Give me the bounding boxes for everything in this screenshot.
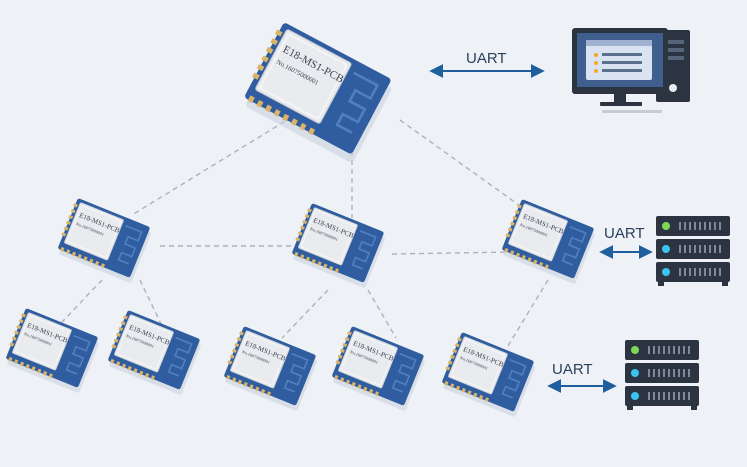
uart-link-computer: UART	[429, 50, 545, 78]
zigbee-module-icon	[1, 306, 103, 395]
router-module-center: E18-MS1-PCB No.16075000001	[287, 201, 389, 290]
uart-link-server-2: UART	[547, 361, 617, 393]
end-device-module-4: E18-MS1-PCB No.16075000001	[327, 324, 429, 413]
zigbee-module-icon	[437, 330, 539, 419]
server-rack-icon	[624, 339, 700, 411]
link-coordinator-router-left	[131, 111, 301, 216]
zigbee-module-icon	[219, 324, 321, 413]
mesh-links	[61, 111, 549, 347]
zigbee-module-icon	[287, 201, 389, 290]
coordinator-module: E18-MS1-PCB No.16075000001	[236, 19, 398, 165]
zigbee-module-icon	[327, 324, 429, 413]
uart-link-server-1: UART	[599, 225, 653, 259]
router-module-right: E18-MS1-PCB No.16075000001	[497, 197, 599, 286]
zigbee-module-icon	[236, 19, 398, 165]
uart-label-server-2: UART	[552, 361, 593, 378]
link-router-center-end4	[367, 289, 397, 339]
server-rack-icon	[655, 215, 731, 287]
end-device-module-2: E18-MS1-PCB No.16075000001	[103, 308, 205, 397]
end-device-module-3: E18-MS1-PCB No.16075000001	[219, 324, 321, 413]
zigbee-module-icon	[497, 197, 599, 286]
link-router-center-right	[391, 251, 513, 255]
link-router-center-end3	[281, 289, 329, 339]
router-module-left: E18-MS1-PCB No.16075000001	[53, 196, 155, 285]
desktop-computer-icon	[572, 28, 690, 113]
uart-label-computer: UART	[466, 50, 507, 67]
end-device-module-1: E18-MS1-PCB No.16075000001	[1, 306, 103, 395]
link-router-left-end1	[61, 279, 103, 323]
zigbee-module-icon	[103, 308, 205, 397]
uart-label-server-1: UART	[604, 225, 645, 242]
end-device-module-5: E18-MS1-PCB No.16075000001	[437, 330, 539, 419]
link-coordinator-router-right	[399, 119, 531, 214]
link-router-right-end5	[507, 279, 549, 347]
